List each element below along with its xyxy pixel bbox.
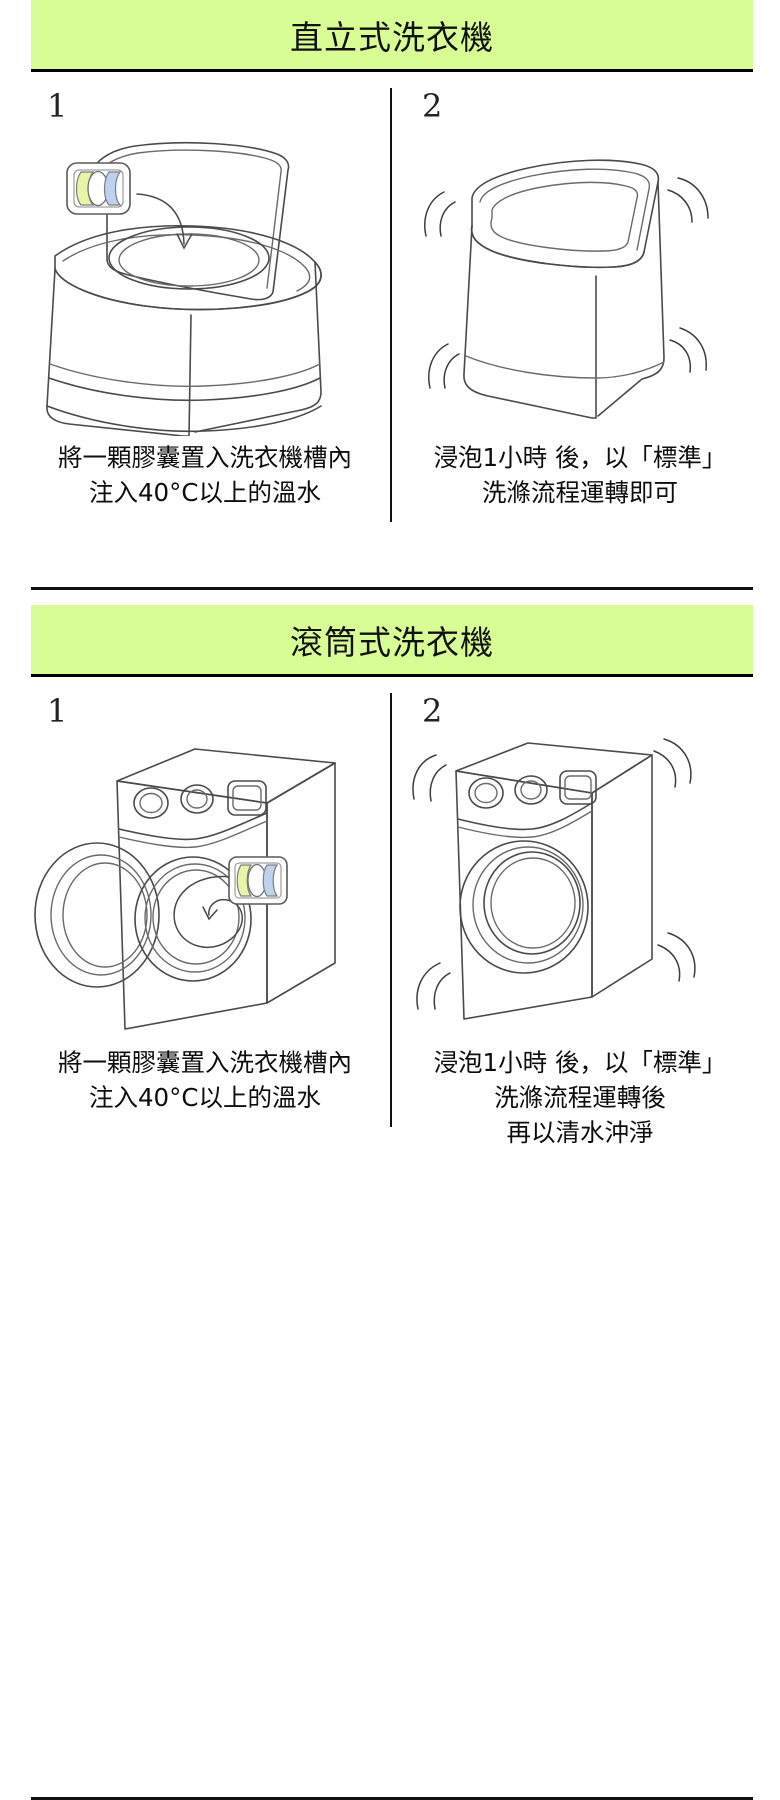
control-display-icon — [227, 780, 267, 816]
control-knob-right-icon — [180, 784, 214, 814]
illustration-front-load-closed-vibrating — [400, 711, 760, 1041]
section-rule-upright — [31, 587, 753, 590]
washer-door-closed — [459, 840, 589, 974]
control-knob-left-icon — [468, 777, 504, 809]
curved-drop-arrow-icon — [136, 193, 193, 250]
column-divider-drum — [390, 693, 392, 1127]
step-drum-2: 2 — [400, 692, 760, 1147]
section-title-upright: 直立式洗衣機 — [290, 18, 494, 57]
vibration-arcs-icon — [424, 177, 709, 389]
section-header-drum: 滾筒式洗衣機 — [31, 605, 753, 677]
washer-drum-opening — [134, 856, 252, 982]
step-drum-1: 1 — [25, 693, 385, 1133]
step-caption: 浸泡1小時 後，以「標準」 洗滌流程運轉後 再以清水沖淨 — [433, 1048, 727, 1147]
detergent-capsule-icon — [228, 856, 288, 905]
detergent-capsule-icon — [66, 162, 131, 215]
curved-drop-arrow-icon — [173, 875, 243, 948]
illustration-front-load-open-with-pod — [25, 711, 385, 1041]
washer-door-open — [34, 842, 160, 988]
section-header-upright: 直立式洗衣機 — [31, 0, 753, 72]
control-knob-right-icon — [514, 775, 548, 805]
step-upright-2: 2 — [400, 88, 760, 528]
control-display-icon — [559, 770, 597, 805]
step-caption: 將一顆膠囊置入洗衣機槽內 注入40°C以上的溫水 — [58, 1048, 352, 1112]
step-caption: 浸泡1小時 後，以「標準」 洗滌流程運轉即可 — [433, 443, 727, 507]
step-number: 2 — [422, 692, 443, 730]
step-caption: 將一顆膠囊置入洗衣機槽內 注入40°C以上的溫水 — [58, 443, 352, 507]
vibration-arcs-icon — [412, 738, 696, 1010]
column-divider-upright — [390, 88, 392, 522]
section-title-drum: 滾筒式洗衣機 — [290, 623, 494, 662]
step-number: 1 — [47, 87, 68, 125]
step-number: 2 — [422, 87, 443, 125]
control-knob-left-icon — [133, 787, 169, 819]
illustration-top-load-open-with-pod — [25, 106, 385, 436]
step-upright-1: 1 — [25, 88, 385, 528]
steps-upright: 1 — [0, 88, 780, 528]
steps-drum: 1 — [0, 692, 780, 1147]
illustration-top-load-closed-vibrating — [400, 106, 760, 436]
step-number: 1 — [47, 692, 68, 730]
